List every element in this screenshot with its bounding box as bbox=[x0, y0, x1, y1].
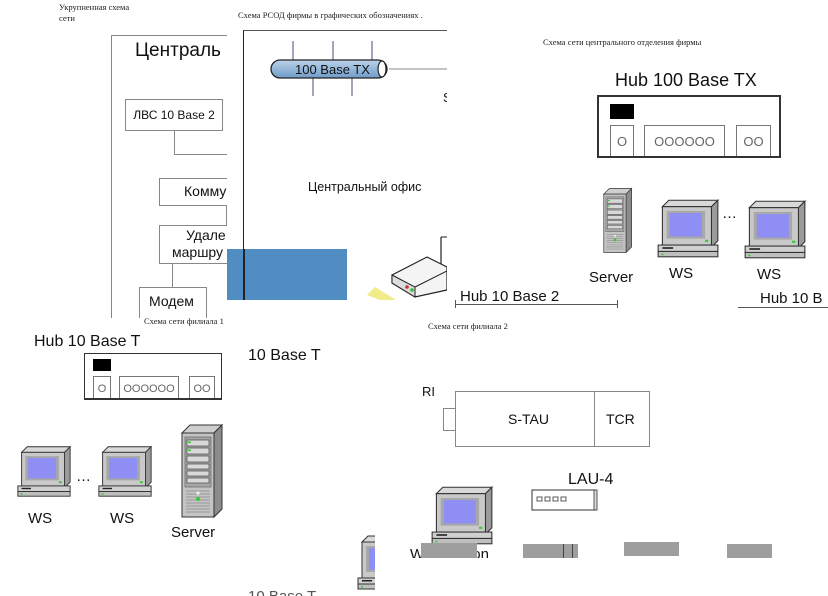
hub-10base2-tick bbox=[455, 300, 456, 308]
ellipsis: … bbox=[76, 468, 91, 485]
ellipsis: … bbox=[722, 205, 737, 222]
workstation-icon bbox=[743, 199, 807, 259]
workstation-icon-partial bbox=[357, 535, 375, 590]
hub-port-group: O bbox=[93, 376, 111, 400]
frame-line-over-block bbox=[243, 249, 245, 300]
divider-mark bbox=[572, 544, 573, 558]
ri-label: RI bbox=[422, 384, 435, 399]
slide-central-branch: Схема сети центрального отделения фирмы … bbox=[455, 0, 828, 310]
bus-label: 100 Base TX bbox=[295, 62, 370, 77]
slide-branch-2: Схема сети филиала 2 RI S-TAU TCR LAU-4 … bbox=[375, 310, 828, 558]
switch-box: Комму bbox=[159, 178, 240, 206]
lau4-device-icon bbox=[531, 489, 598, 511]
bus-100basetx bbox=[270, 41, 447, 96]
central-office-frame bbox=[111, 35, 240, 318]
hub-port-group: OOOOOO bbox=[644, 125, 725, 157]
caption-line-2: сети bbox=[59, 13, 75, 23]
modem-label: Модем bbox=[149, 293, 194, 309]
lau4-label: LAU-4 bbox=[568, 471, 614, 488]
cable-10baset-label: 10 Base T bbox=[248, 347, 321, 364]
stau-label: S-TAU bbox=[508, 411, 549, 427]
hub-10-partial-label: Hub 10 B bbox=[760, 290, 823, 307]
lan-10base2-box: ЛВС 10 Base 2 bbox=[125, 99, 223, 131]
hub-10-partial-line bbox=[738, 307, 828, 308]
workstation-icon bbox=[656, 198, 720, 258]
hub-100basetx-title: Hub 100 Base TX bbox=[615, 70, 757, 90]
slide-rsod-diagram: Схема РСОД фирмы в графических обозначен… bbox=[227, 0, 447, 300]
bus-cylinder-end bbox=[377, 60, 387, 78]
gray-placeholder-block bbox=[624, 542, 679, 556]
hub-base-line bbox=[84, 398, 222, 400]
divider-mark bbox=[563, 544, 564, 558]
slide1-caption: Укрупненная схема сети bbox=[59, 2, 129, 24]
slide5-caption: Схема сети филиала 2 bbox=[428, 321, 508, 331]
workstation-icon bbox=[430, 480, 494, 550]
modem-box: Модем bbox=[139, 287, 207, 318]
connector-line bbox=[174, 131, 175, 154]
workstation-icon bbox=[16, 443, 72, 499]
tcr-label: TCR bbox=[606, 411, 635, 427]
hub-port-group: OOOOOO bbox=[119, 376, 179, 400]
connector-line bbox=[226, 206, 227, 226]
hub-port-group: O bbox=[610, 125, 634, 157]
server-label: Server bbox=[589, 269, 634, 286]
blue-block bbox=[227, 249, 347, 300]
hub-100basetx-device: O OOOOOO OO bbox=[597, 95, 781, 157]
router-device-icon bbox=[367, 236, 447, 300]
hub-status-led bbox=[610, 104, 634, 119]
hub-10baset-title: Hub 10 Base T bbox=[34, 333, 141, 350]
hub-10baset-device: O OOOOOO OO bbox=[84, 353, 222, 400]
hub-status-led bbox=[93, 359, 111, 371]
hub-10base2-line bbox=[455, 304, 617, 305]
caption-line-1: Укрупненная схема bbox=[59, 2, 130, 12]
router-label-line1: Удале bbox=[186, 227, 226, 243]
server-icon bbox=[178, 423, 224, 519]
connector-line bbox=[174, 154, 234, 155]
gray-placeholder-block bbox=[421, 543, 477, 558]
slide4-caption: Схема сети филиала 1 bbox=[144, 316, 224, 326]
tcr-unit: TCR bbox=[594, 391, 650, 447]
workstation-icon bbox=[97, 443, 153, 499]
slide-branch-1: Схема сети филиала 1 Hub 10 Base T 10 Ba… bbox=[0, 310, 375, 596]
slide2-caption: Схема РСОД фирмы в графических обозначен… bbox=[238, 10, 423, 20]
bus-cylinder bbox=[270, 59, 388, 79]
gray-placeholder-block bbox=[727, 544, 772, 558]
ws-label: WS bbox=[110, 510, 135, 527]
ws-label: WS bbox=[757, 266, 782, 283]
stau-unit: S-TAU bbox=[455, 391, 595, 447]
bottom-cable-label-partial: 10 Base T bbox=[248, 588, 316, 596]
router-label-line2: маршру bbox=[172, 244, 224, 260]
router-box: Удале маршру bbox=[159, 225, 240, 264]
hub-base-line bbox=[597, 156, 781, 158]
ri-port bbox=[443, 408, 457, 431]
hub-10base2-tick bbox=[617, 300, 618, 308]
rsod-frame bbox=[243, 30, 447, 300]
hub-port-group: OO bbox=[736, 125, 771, 157]
ws-label: WS bbox=[669, 265, 694, 282]
gray-placeholder-block bbox=[523, 544, 578, 558]
central-office-title: Централь bbox=[135, 40, 221, 61]
switch-label: Комму bbox=[184, 183, 227, 199]
server-icon bbox=[601, 187, 633, 254]
slide3-caption: Схема сети центрального отделения фирмы bbox=[543, 37, 702, 47]
connector-line bbox=[172, 264, 173, 287]
slide-network-overview: Укрупненная схема сети Централь ЛВС 10 B… bbox=[0, 0, 240, 318]
hub-port-group: OO bbox=[189, 376, 215, 400]
server-label: Server bbox=[171, 524, 216, 541]
hub-10base2-label: Hub 10 Base 2 bbox=[460, 288, 560, 305]
ws-label: WS bbox=[28, 510, 53, 527]
partial-label: S bbox=[443, 90, 447, 105]
central-office-label: Центральный офис bbox=[308, 180, 422, 194]
